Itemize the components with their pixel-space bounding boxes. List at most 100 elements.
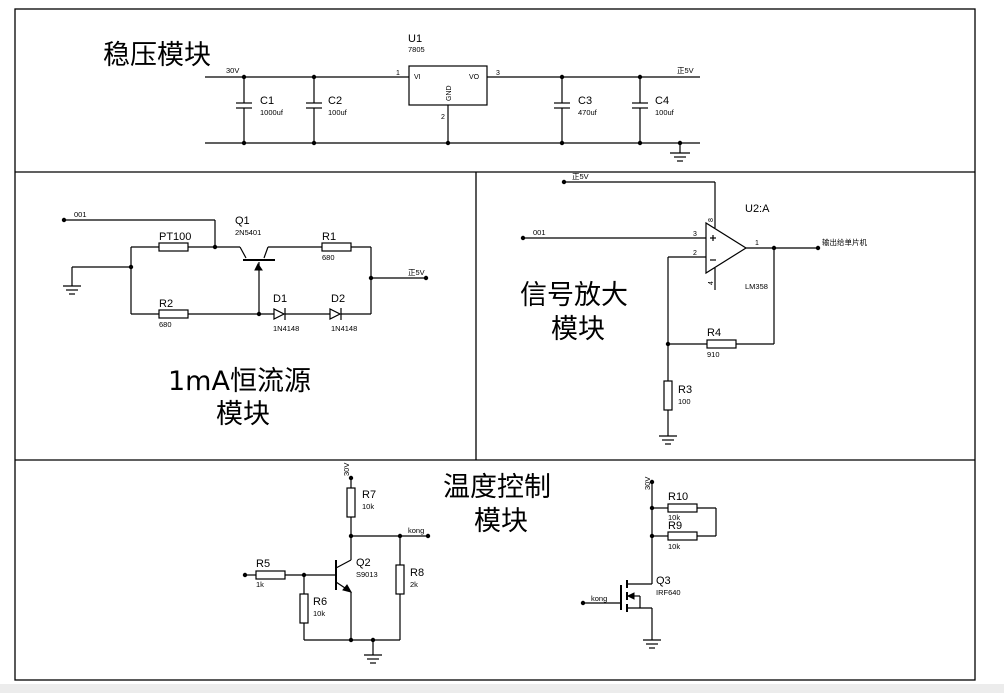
u1-label-vo: VO (469, 74, 480, 81)
c4-ref: C4 (655, 95, 669, 107)
c1-value: 1000uf (260, 108, 284, 117)
r9-value: 10k (668, 542, 680, 551)
c2-ref: C2 (328, 95, 342, 107)
r4-ref: R4 (707, 327, 721, 339)
temperature-net-30v-right: 30V (643, 477, 652, 490)
current-source-net-001: 001 (74, 210, 87, 219)
temperature-left-ground-icon (364, 654, 382, 664)
u1-pin-out: 3 (496, 70, 500, 77)
c1-ref: C1 (260, 95, 274, 107)
q2-ref: Q2 (356, 557, 371, 569)
regulator-module-title: 稳压模块 (103, 40, 211, 71)
temperature-title-line1: 温度控制 (443, 472, 551, 503)
r2-value: 680 (159, 320, 172, 329)
current-source-title-line2: 模块 (216, 399, 270, 430)
d1-value: 1N4148 (273, 324, 299, 333)
amplifier-output-label: 输出给单片机 (822, 237, 867, 247)
temperature-right-ground-icon (643, 639, 661, 649)
c2-capacitor (306, 77, 322, 143)
u1-ref: U1 (408, 33, 422, 45)
c4-capacitor (632, 77, 648, 143)
u1-pin-gnd: 2 (441, 114, 445, 121)
temperature-net-kong-out: kong (408, 526, 424, 535)
r7-ref: R7 (362, 489, 376, 501)
regulator-output-net: 正5V (677, 66, 694, 75)
r4-resistor (706, 339, 737, 349)
r7-value: 10k (362, 502, 374, 511)
r3-ref: R3 (678, 384, 692, 396)
current-source-ground-icon (63, 285, 81, 295)
q1-transistor (239, 246, 322, 314)
q2-value: S9013 (356, 570, 378, 579)
r5-value: 1k (256, 580, 264, 589)
r2-ref: R2 (159, 298, 173, 310)
c3-ref: C3 (578, 95, 592, 107)
r4-value: 910 (707, 350, 720, 359)
d2-diode (329, 308, 371, 320)
u1-label-gnd: GND (446, 85, 453, 101)
r10-resistor (667, 503, 698, 513)
r10-ref: R10 (668, 491, 688, 503)
q3-mosfet (583, 580, 653, 640)
u2-value: LM358 (745, 282, 768, 291)
r3-resistor (663, 380, 673, 411)
amplifier-ground-icon (659, 435, 677, 445)
u2-ref: U2:A (745, 203, 770, 215)
d2-value: 1N4148 (331, 324, 357, 333)
temperature-net-30v-left: 30V (342, 463, 351, 476)
c4-value: 100uf (655, 108, 675, 117)
regulator-circuit (205, 65, 700, 162)
u1-label-vi: VI (414, 74, 421, 81)
u1-pin-in: 1 (396, 70, 400, 77)
c3-value: 470uf (578, 108, 598, 117)
r6-resistor (299, 593, 309, 624)
q3-ref: Q3 (656, 575, 671, 587)
window-bottom-bar (0, 684, 1004, 693)
r1-ref: R1 (322, 231, 336, 243)
u2-pin-out: 1 (755, 240, 759, 247)
current-source-net-5v: 正5V (408, 268, 425, 277)
u2-pin-plus: 3 (693, 231, 697, 238)
r6-value: 10k (313, 609, 325, 618)
u2-opamp-body (705, 221, 748, 275)
q1-value: 2N5401 (235, 228, 261, 237)
temperature-title-line2: 模块 (474, 506, 528, 537)
temperature-net-kong-in: kong (591, 594, 607, 603)
u2-pin-vcc: 8 (708, 218, 715, 222)
amplifier-net-001: 001 (533, 228, 546, 237)
q3-value: IRF640 (656, 588, 681, 597)
r6-ref: R6 (313, 596, 327, 608)
d1-diode (273, 308, 330, 320)
c2-value: 100uf (328, 108, 348, 117)
current-source-title-line1: 1mA恒流源 (168, 366, 311, 397)
amplifier-net-5v: 正5V (572, 172, 589, 181)
r1-resistor (321, 242, 352, 252)
u2-pin-gnd: 4 (708, 281, 715, 285)
regulator-ground-icon (670, 143, 690, 162)
r5-ref: R5 (256, 558, 270, 570)
amplifier-circuit (520, 179, 821, 445)
temperature-left-circuit (242, 475, 431, 664)
r8-resistor (395, 564, 405, 595)
regulator-input-net: 30V (226, 66, 239, 75)
r9-resistor (667, 531, 698, 541)
r3-value: 100 (678, 397, 691, 406)
r8-ref: R8 (410, 567, 424, 579)
r8-value: 2k (410, 580, 418, 589)
current-source-circuit (61, 217, 429, 320)
r5-resistor (255, 570, 286, 580)
c3-capacitor (554, 77, 570, 143)
temperature-right-circuit (580, 479, 717, 649)
amplifier-title-line2: 模块 (551, 314, 605, 345)
d2-ref: D2 (331, 293, 345, 305)
q2-transistor (335, 559, 353, 640)
pt100-ref: PT100 (159, 231, 191, 243)
q1-ref: Q1 (235, 215, 250, 227)
r2-resistor (158, 309, 189, 319)
module-frames (14, 8, 976, 681)
c1-capacitor (236, 77, 252, 143)
r9-ref: R9 (668, 520, 682, 532)
r7-resistor (346, 487, 356, 518)
pt100-resistor (158, 242, 189, 252)
